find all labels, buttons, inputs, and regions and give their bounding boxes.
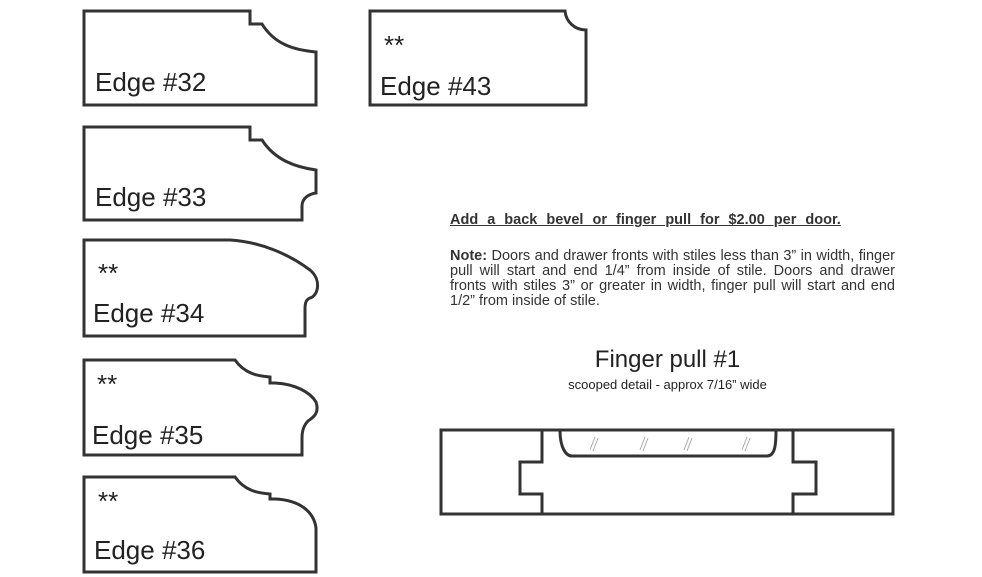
edge-32-profile: Edge #32 <box>82 9 318 107</box>
edge-35-profile: ** Edge #35 <box>82 358 319 457</box>
edge-35-label: Edge #35 <box>92 420 203 450</box>
edge-43-outline <box>368 9 588 107</box>
finger-pull-frame <box>439 428 895 516</box>
edge-32-label: Edge #32 <box>95 67 206 97</box>
right-stile-joint <box>791 430 818 514</box>
finger-pull-scoop <box>558 429 778 458</box>
edge-33-label: Edge #33 <box>95 182 206 212</box>
edge-33-outline <box>82 125 318 222</box>
note-label: Note: <box>450 248 488 264</box>
edge-36-label: Edge #36 <box>94 535 205 565</box>
back-bevel-pricing-heading: Add a back bevel or finger pull for $2.0… <box>450 212 841 228</box>
edge-33-profile: Edge #33 <box>82 125 318 222</box>
scoop-hatch-marks <box>589 436 751 452</box>
finger-pull-title: Finger pull #1 <box>594 346 741 373</box>
edge-34-profile: ** Edge #34 <box>82 238 319 338</box>
edge-34-label: Edge #34 <box>93 298 204 328</box>
finger-pull-drawing <box>439 428 895 516</box>
edge-34-outline <box>82 238 319 338</box>
edge-32-outline <box>82 9 318 107</box>
edge-35-outline <box>82 358 319 457</box>
note-text: Doors and drawer fronts with stiles less… <box>450 248 895 309</box>
edge-36-outline <box>82 475 318 574</box>
stile-note: Note: Doors and drawer fronts with stile… <box>450 249 895 309</box>
edge-43-profile: ** Edge #43 <box>368 9 588 107</box>
edge-34-stars: ** <box>98 258 118 288</box>
finger-pull-subtitle: scooped detail - approx 7/16” wide <box>568 377 767 392</box>
edge-36-profile: ** Edge #36 <box>82 475 318 574</box>
edge-43-stars: ** <box>384 30 404 60</box>
edge-35-stars: ** <box>97 369 117 399</box>
edge-43-label: Edge #43 <box>380 71 491 101</box>
left-stile-joint <box>518 430 544 514</box>
edge-36-stars: ** <box>98 486 118 516</box>
